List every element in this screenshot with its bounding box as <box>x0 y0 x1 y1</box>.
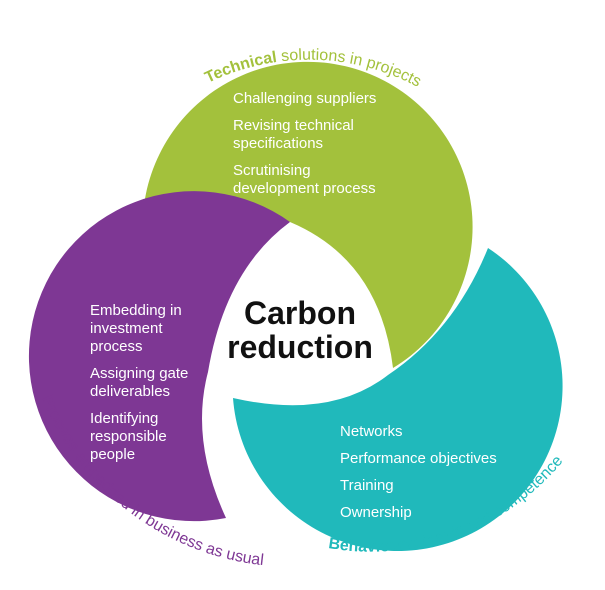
process-item-1: Embedding in investment process <box>90 302 182 355</box>
behavioural-segment <box>233 248 563 552</box>
technical-segment <box>143 61 473 369</box>
center-title-line-2: reduction <box>227 329 373 365</box>
center-title: Carbon reduction <box>205 296 395 364</box>
behavioural-item-3: Training <box>340 477 394 494</box>
process-segment <box>28 191 291 522</box>
behavioural-item-4: Ownership <box>340 504 412 521</box>
technical-item-3: Scrutinising development process <box>233 162 376 197</box>
center-title-line-1: Carbon <box>244 295 356 331</box>
technical-item-1: Challenging suppliers <box>233 90 377 107</box>
process-item-3: Identifying responsible people <box>90 410 167 463</box>
technical-item-2: Revising technical specifications <box>233 117 354 152</box>
process-item-2: Assigning gate deliverables <box>90 365 189 400</box>
behavioural-item-2: Performance objectives <box>340 450 497 467</box>
behavioural-item-1: Networks <box>340 423 403 440</box>
